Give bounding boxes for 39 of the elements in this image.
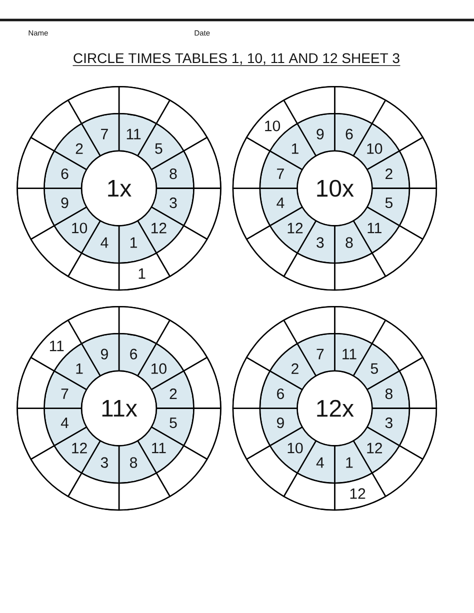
answer-box — [334, 252, 386, 291]
answer-box — [118, 472, 170, 511]
answer-box — [183, 136, 222, 189]
number-segment: 9 — [80, 332, 120, 376]
answer-box — [232, 408, 271, 460]
answer-box — [16, 408, 55, 460]
answer-box — [16, 188, 55, 240]
answer-box — [283, 86, 336, 124]
answer-box — [16, 356, 55, 409]
number-segment: 9 — [296, 112, 336, 156]
answer-box — [68, 252, 120, 291]
answer-box — [118, 306, 170, 344]
answer-box — [16, 136, 55, 189]
answer-box — [30, 100, 82, 152]
answer-box — [68, 306, 120, 344]
answer-box — [68, 472, 120, 511]
answer-box — [283, 252, 336, 291]
answer-box — [68, 86, 120, 124]
answer-box — [334, 86, 386, 124]
answer-box — [334, 306, 386, 344]
answer-box — [183, 188, 222, 240]
answer-box — [118, 86, 170, 124]
answer-box — [283, 306, 336, 344]
answer-box — [232, 356, 271, 409]
answer-box — [398, 356, 438, 409]
title: CIRCLE TIMES TABLES 1, 10, 11 AND 12 SHEET 3 — [72, 53, 401, 66]
answer-box — [156, 100, 208, 152]
answer-box — [183, 356, 222, 409]
answer-box — [283, 472, 336, 511]
answer-box — [232, 188, 271, 240]
answer-box — [398, 188, 438, 240]
answer-box — [183, 408, 222, 460]
answer-box — [398, 408, 438, 460]
answer-box — [246, 320, 298, 372]
answer-box — [232, 136, 271, 189]
answer-box: 12 — [334, 472, 386, 511]
answer-box — [371, 320, 424, 372]
answer-box: 1 — [118, 252, 170, 291]
answer-box — [398, 136, 438, 189]
